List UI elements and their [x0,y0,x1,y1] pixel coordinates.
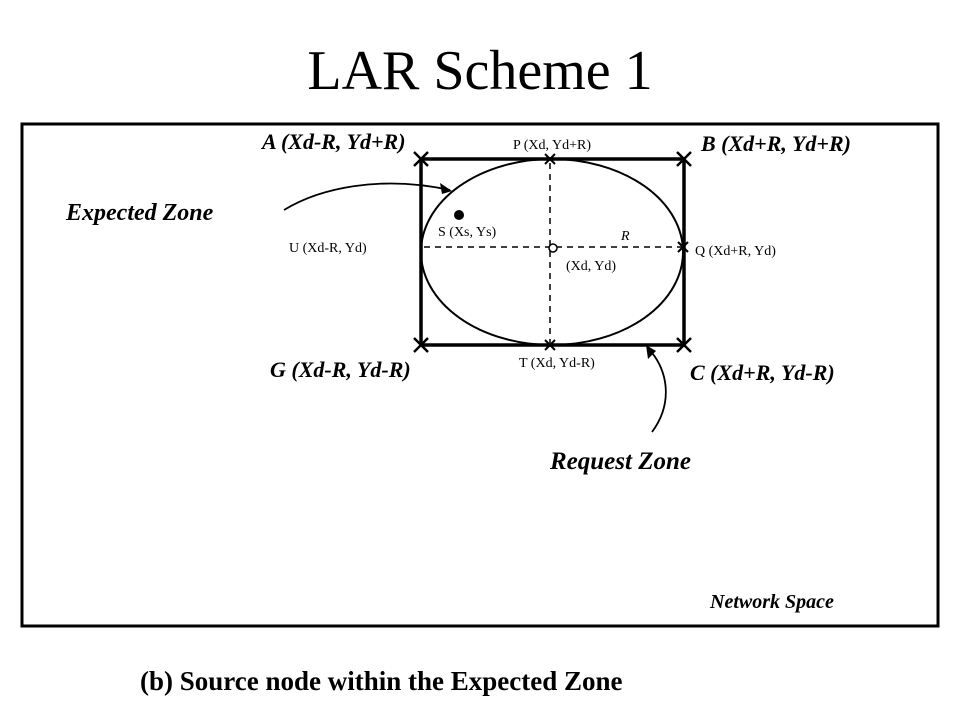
corner-marker-c [676,337,692,353]
point-label-center: (Xd, Yd) [566,259,616,274]
request-zone-pointer [647,347,667,433]
point-marker-p [544,153,556,165]
corner-label-c: C (Xd+R, Yd-R) [690,360,835,385]
expected-zone-pointer [283,182,451,211]
point-label-s: S (Xs, Ys) [438,225,497,240]
destination-center-dot [548,243,558,253]
expected-zone-circle [420,158,684,346]
expected-zone-arrowhead [440,183,452,194]
point-label-u: U (Xd-R, Yd) [289,241,367,256]
point-label-t: T (Xd, Yd-R) [519,356,595,371]
figure-caption: (b) Source node within the Expected Zone [140,666,623,696]
network-space-frame [20,122,940,628]
radius-label: R [620,229,630,244]
corner-label-b: B (Xd+R, Yd+R) [700,131,851,156]
corner-marker-g [413,337,429,353]
request-zone-arrowhead [646,345,656,359]
corner-marker-a [413,151,429,167]
request-zone-label: Request Zone [549,448,691,475]
point-marker-t [544,339,556,351]
expected-zone-label: Expected Zone [65,200,214,226]
corner-label-a: A (Xd-R, Yd+R) [260,129,406,154]
slide-title: LAR Scheme 1 [307,40,653,102]
network-space-label: Network Space [709,591,834,613]
source-node-dot [454,210,464,220]
point-marker-q [677,241,689,253]
corner-label-g: G (Xd-R, Yd-R) [270,357,411,382]
point-label-q: Q (Xd+R, Yd) [695,244,776,259]
corner-marker-b [676,151,692,167]
point-label-p: P (Xd, Yd+R) [513,138,591,153]
